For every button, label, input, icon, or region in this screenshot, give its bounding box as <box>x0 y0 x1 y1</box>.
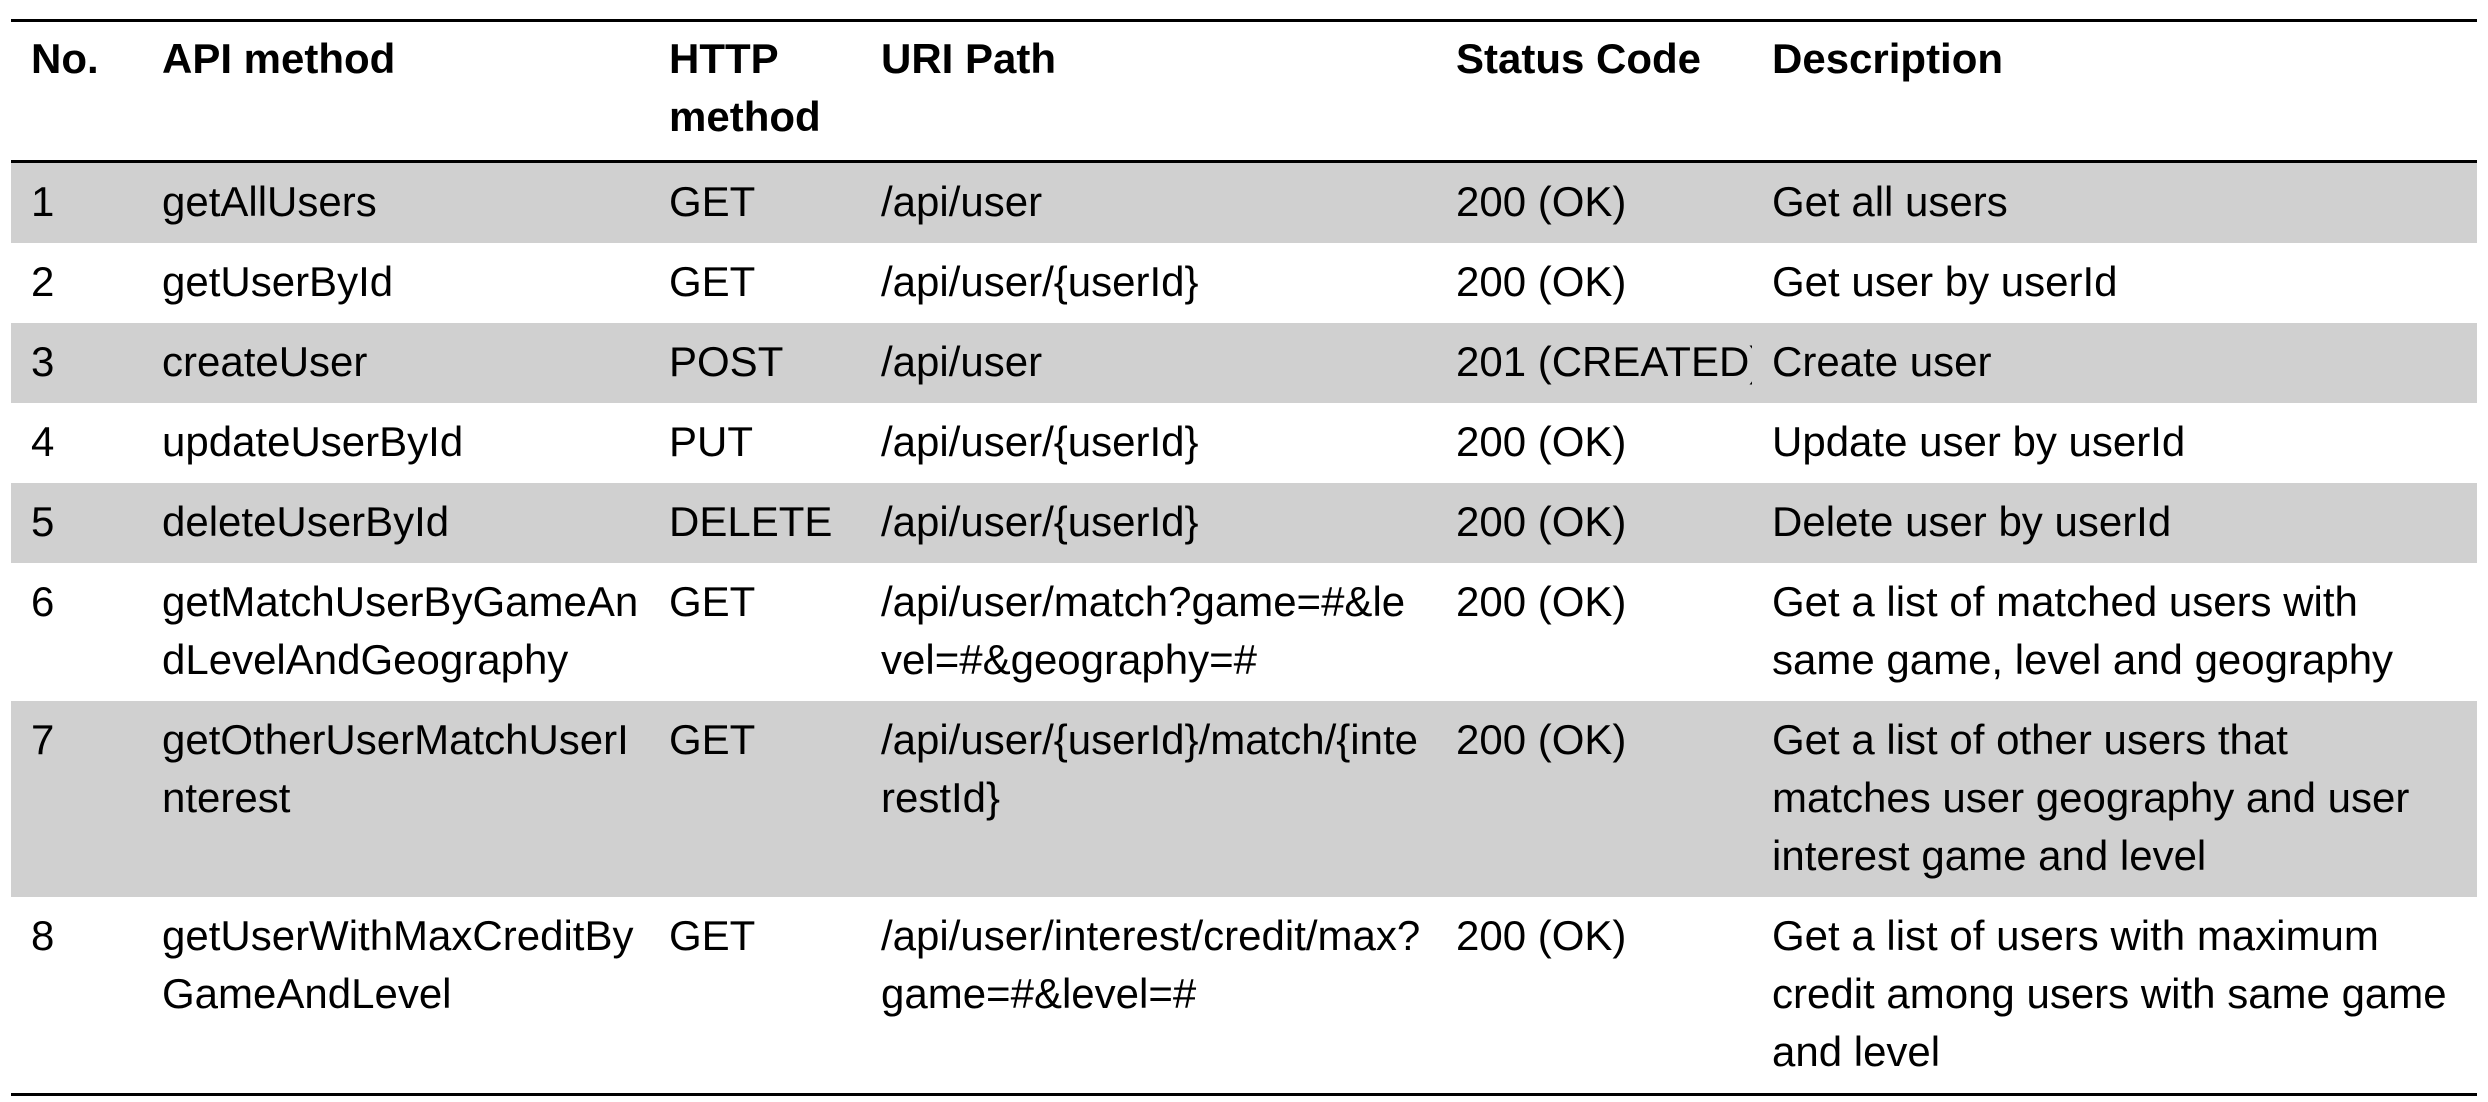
cell-description: Get a list of matched users with same ga… <box>1772 578 2394 683</box>
header-http-method: HTTP method <box>669 35 821 140</box>
cell-api-method: getUserById <box>162 258 394 305</box>
cell-description: Get user by userId <box>1772 258 2118 305</box>
cell-status-code: 200 (OK) <box>1456 418 1627 465</box>
cell-http-method: PUT <box>669 418 753 465</box>
cell-status-code: 200 (OK) <box>1456 912 1627 959</box>
cell-no: 5 <box>31 498 55 545</box>
cell-no: 3 <box>31 338 55 385</box>
cell-api-method: getOtherUserMatchUserInterest <box>162 716 629 821</box>
cell-no: 6 <box>31 578 55 625</box>
cell-description: Get a list of other users that matches u… <box>1772 716 2410 879</box>
table-row: 5 deleteUserById DELETE /api/user/{userI… <box>11 483 2477 563</box>
cell-uri-path: /api/user/{userId} <box>881 258 1199 305</box>
cell-status-code: 200 (OK) <box>1456 716 1627 763</box>
header-uri-path: URI Path <box>881 35 1057 82</box>
table-body: 1 getAllUsers GET /api/user 200 (OK) Get… <box>11 161 2477 1095</box>
cell-http-method: GET <box>669 912 756 959</box>
cell-api-method: deleteUserById <box>162 498 450 545</box>
cell-uri-path: /api/user/{userId} <box>881 418 1199 465</box>
cell-status-code: 200 (OK) <box>1456 178 1627 225</box>
cell-description: Get all users <box>1772 178 2008 225</box>
header-status-code: Status Code <box>1456 35 1702 82</box>
cell-uri-path: /api/user/match?game=#&level=#&geography… <box>881 578 1406 683</box>
cell-status-code: 200 (OK) <box>1456 578 1627 625</box>
cell-no: 2 <box>31 258 55 305</box>
table-row: 4 updateUserById PUT /api/user/{userId} … <box>11 403 2477 483</box>
cell-description: Get a list of users with maximum credit … <box>1772 912 2447 1075</box>
table-row: 1 getAllUsers GET /api/user 200 (OK) Get… <box>11 161 2477 243</box>
cell-status-code: 200 (OK) <box>1456 258 1627 305</box>
cell-no: 4 <box>31 418 55 465</box>
cell-http-method: GET <box>669 178 756 225</box>
cell-api-method: updateUserById <box>162 418 464 465</box>
table-row: 6 getMatchUserByGameAndLevelAndGeography… <box>11 563 2477 701</box>
header-no: No. <box>31 35 99 82</box>
cell-http-method: DELETE <box>669 498 833 545</box>
cell-uri-path: /api/user <box>881 338 1043 385</box>
cell-description: Delete user by userId <box>1772 498 2172 545</box>
cell-http-method: POST <box>669 338 784 385</box>
cell-api-method: getAllUsers <box>162 178 377 225</box>
cell-uri-path: /api/user <box>881 178 1043 225</box>
header-row: No. API method HTTP method URI Path Stat… <box>11 21 2477 162</box>
cell-description: Create user <box>1772 338 1992 385</box>
cell-http-method: GET <box>669 716 756 763</box>
cell-http-method: GET <box>669 578 756 625</box>
table-header: No. API method HTTP method URI Path Stat… <box>11 21 2477 162</box>
cell-api-method: createUser <box>162 338 368 385</box>
header-api-method: API method <box>162 35 396 82</box>
header-description: Description <box>1772 35 2004 82</box>
cell-http-method: GET <box>669 258 756 305</box>
cell-no: 8 <box>31 912 55 959</box>
table-row: 3 createUser POST /api/user 201 (CREATED… <box>11 323 2477 403</box>
cell-uri-path: /api/user/interest/credit/max?game=#&lev… <box>881 912 1421 1017</box>
cell-uri-path: /api/user/{userId}/match/{interestId} <box>881 716 1418 821</box>
cell-no: 1 <box>31 178 55 225</box>
table-row: 7 getOtherUserMatchUserInterest GET /api… <box>11 701 2477 897</box>
cell-status-code: 201 (CREATED) <box>1456 338 1752 385</box>
cell-status-code: 200 (OK) <box>1456 498 1627 545</box>
table-row: 2 getUserById GET /api/user/{userId} 200… <box>11 243 2477 323</box>
table-row: 8 getUserWithMaxCreditByGameAndLevel GET… <box>11 897 2477 1095</box>
cell-uri-path: /api/user/{userId} <box>881 498 1199 545</box>
cell-api-method: getMatchUserByGameAndLevelAndGeography <box>162 578 639 683</box>
cell-api-method: getUserWithMaxCreditByGameAndLevel <box>162 912 634 1017</box>
cell-no: 7 <box>31 716 55 763</box>
cell-description: Update user by userId <box>1772 418 2186 465</box>
api-endpoints-table: No. API method HTTP method URI Path Stat… <box>11 19 2477 1096</box>
